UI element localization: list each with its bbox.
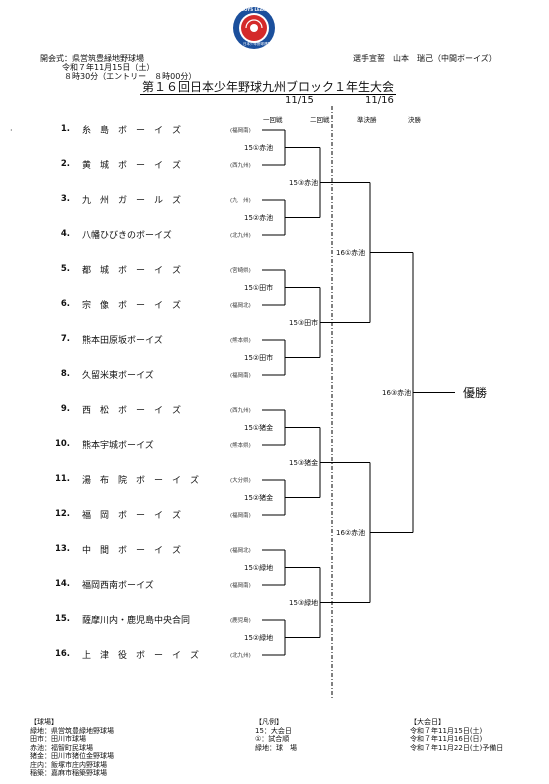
final-header: 決勝	[408, 116, 421, 124]
round2-match-label: 15③猪金	[288, 457, 320, 468]
team-name: 熊本宇城ボーイズ	[82, 441, 154, 451]
logo-bottom-text: 日本少年野球連盟	[243, 42, 271, 46]
league-logo: BOYS LEAGUE 日本少年野球連盟	[232, 6, 276, 50]
team-region: (熊本県)	[230, 443, 251, 449]
semifinal-match-label: 16②赤池	[335, 527, 367, 538]
margin-dot: ·	[10, 126, 13, 135]
team-region: (九 州)	[230, 198, 251, 204]
team-name: 西 松 ボ ー イ ズ	[82, 406, 182, 416]
team-name: 薩摩川内・鹿児島中央合同	[82, 616, 191, 626]
schedule-item: 令和７年11月16日(日)	[410, 735, 483, 743]
team-name: 中 間 ボ ー イ ズ	[82, 546, 182, 556]
legend-header: 【凡例】	[255, 718, 283, 726]
team-number: 6.	[60, 299, 70, 309]
venue-item: 庄内：飯塚市庄内野球場	[30, 760, 107, 769]
team-region: (福岡北)	[230, 548, 251, 554]
round1-match-label: 15②猪金	[243, 492, 275, 503]
round1-match-label: 15①赤池	[243, 142, 275, 153]
round1-match-label: 15②田市	[243, 352, 275, 363]
venue-item: 田市：田川市球場	[30, 735, 86, 743]
date-day1: 11/15	[285, 95, 314, 106]
venue-header: 【球場】	[30, 718, 58, 726]
team-number: 14.	[54, 579, 70, 589]
venue-item: 赤池：福智町民球場	[30, 743, 93, 752]
logo-top-text: BOYS LEAGUE	[241, 7, 273, 12]
team-number: 8.	[60, 369, 70, 379]
team-number: 9.	[60, 404, 70, 414]
team-name: 上 津 役 ボ ー イ ズ	[82, 651, 200, 661]
team-number: 2.	[60, 159, 70, 169]
team-name: 宗 像 ボ ー イ ズ	[82, 301, 182, 311]
schedule-item: 令和７年11月22日(土)予備日	[410, 743, 504, 752]
team-name: 糸 島 ボ ー イ ズ	[82, 126, 182, 136]
schedule-legend: 【大会日】 令和７年11月15日(土) 令和７年11月16日(日) 令和７年11…	[410, 718, 503, 752]
page-title: 第１６回日本少年野球九州ブロック１年生大会	[140, 80, 397, 95]
team-name: 九 州 ガ ー ル ズ	[82, 196, 182, 206]
round1-match-label: 15①田市	[243, 282, 275, 293]
round1-match-label: 15②赤池	[243, 212, 275, 223]
team-name: 福岡西南ボーイズ	[82, 581, 154, 591]
venue-legend: 【球場】 緑地：県営筑豊緑地野球場 田市：田川市球場 赤池：福智町民球場 猪金：…	[30, 718, 114, 778]
notation-legend: 【凡例】 15：大会日 ①：試合順 緑地：球 場	[255, 718, 297, 752]
legend-item: 緑地：球 場	[255, 743, 297, 752]
round2-match-label: 15③緑地	[288, 597, 320, 608]
semifinal-match-label: 16①赤池	[335, 247, 367, 258]
round1-match-label: 15②緑地	[243, 632, 275, 643]
team-region: (福岡南)	[230, 128, 251, 134]
date-day2: 11/16	[365, 95, 394, 106]
team-region: (熊本県)	[230, 338, 251, 344]
round1-match-label: 15①緑地	[243, 562, 275, 573]
venue-item: 稲築：嘉麻市稲築野球場	[30, 769, 107, 777]
team-number: 15.	[54, 614, 70, 624]
opening-time: ８時30分（エントリー ８時00分）	[64, 72, 197, 81]
team-name: 八幡ひびきのボーイズ	[82, 231, 172, 241]
team-region: (宮崎県)	[230, 268, 251, 274]
venue-item: 緑地：県営筑豊緑地野球場	[30, 726, 114, 735]
round-1-header: 一回戦	[263, 116, 283, 124]
schedule-item: 令和７年11月15日(土)	[410, 726, 483, 735]
team-region: (鹿児島)	[230, 618, 251, 624]
team-name: 湯 布 院 ボ ー イ ズ	[82, 476, 200, 486]
team-number: 12.	[54, 509, 70, 519]
champion-label: 優勝	[463, 386, 488, 400]
team-number: 16.	[54, 649, 70, 659]
team-region: (福岡北)	[230, 303, 251, 309]
team-region: (福岡南)	[230, 513, 251, 519]
team-number: 3.	[60, 194, 70, 204]
team-region: (西九州)	[230, 163, 251, 169]
team-name: 黄 城 ボ ー イ ズ	[82, 161, 182, 171]
legend-item: 15：大会日	[255, 726, 292, 735]
round2-match-label: 15③田市	[288, 317, 320, 328]
team-region: (福岡南)	[230, 583, 251, 589]
team-name: 熊本田原坂ボーイズ	[82, 336, 163, 346]
team-number: 13.	[54, 544, 70, 554]
round1-match-label: 15①猪金	[243, 422, 275, 433]
schedule-header: 【大会日】	[410, 718, 445, 726]
player-oath: 選手宣誓 山本 瑞己（中間ボーイズ）	[353, 54, 497, 63]
semifinal-header: 準決勝	[357, 116, 377, 124]
team-region: (大分県)	[230, 478, 251, 484]
team-name: 福 岡 ボ ー イ ズ	[82, 511, 182, 521]
final-match-label: 16③赤池	[381, 387, 413, 398]
team-region: (福岡南)	[230, 373, 251, 379]
opening-date: 令和７年11月15日（土）	[62, 63, 155, 72]
venue-item: 猪金：田川市猪位金野球場	[30, 752, 114, 760]
legend-item: ①：試合順	[255, 735, 290, 743]
round2-match-label: 15③赤池	[288, 177, 320, 188]
team-number: 5.	[60, 264, 70, 274]
team-number: 10.	[54, 439, 70, 449]
round-2-header: 二回戦	[310, 116, 330, 124]
team-number: 11.	[54, 474, 70, 484]
opening-venue: 開会式：県営筑豊緑地野球場	[40, 54, 144, 63]
team-name: 都 城 ボ ー イ ズ	[82, 266, 182, 276]
team-number: 1.	[60, 124, 70, 134]
team-number: 7.	[60, 334, 70, 344]
team-number: 4.	[60, 229, 70, 239]
team-region: (西九州)	[230, 408, 251, 414]
team-name: 久留米東ボーイズ	[82, 371, 154, 381]
team-region: (北九州)	[230, 653, 251, 659]
team-region: (北九州)	[230, 233, 251, 239]
